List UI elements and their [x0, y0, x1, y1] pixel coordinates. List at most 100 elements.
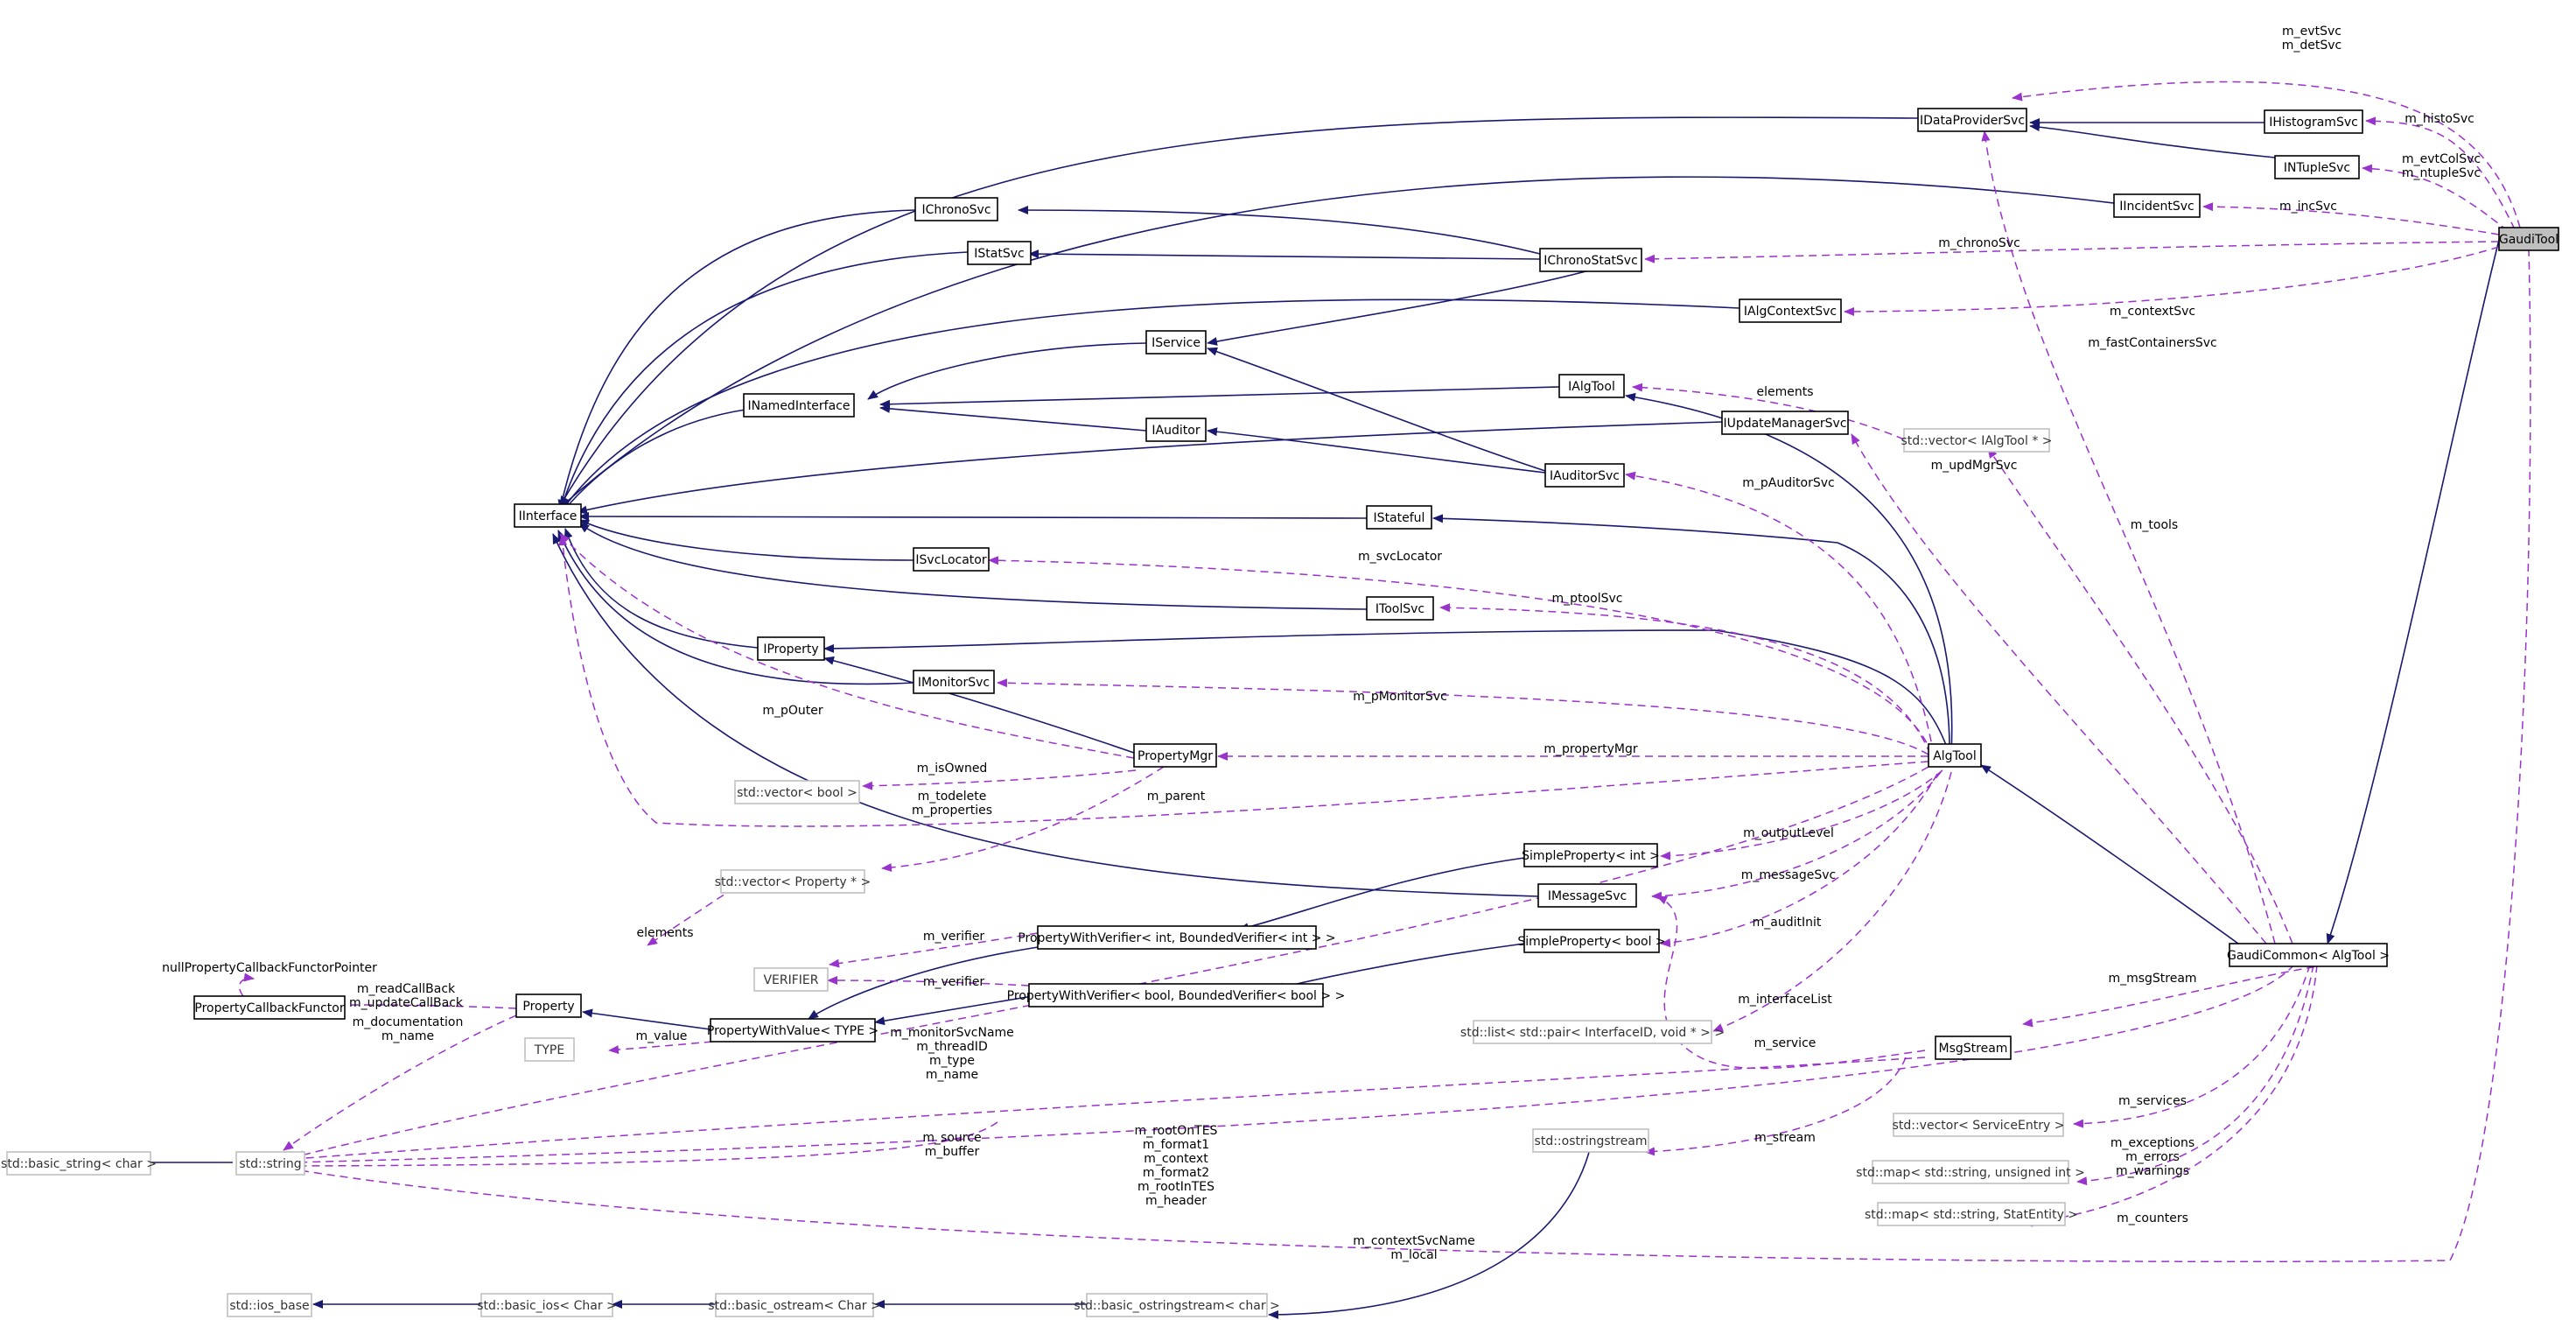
edge-iauditorsvc-iauditor — [1207, 427, 1546, 474]
edge-label: m_name — [926, 1068, 978, 1082]
node-inamedinterface[interactable]: INamedInterface — [743, 393, 855, 418]
node-label: std::ostringstream — [1535, 1134, 1648, 1148]
node-label: std::string — [239, 1157, 301, 1171]
node-istatsvc[interactable]: IStatSvc — [967, 241, 1032, 265]
node-label: Property — [522, 1000, 574, 1014]
edge-algtool-ialgtool — [1625, 392, 1953, 755]
node-isvclocator[interactable]: ISvcLocator — [913, 547, 990, 572]
edge-gaudicommon-iupdatemanagersvc — [1851, 433, 2267, 944]
node-label: SimpleProperty< bool > — [1517, 935, 1665, 949]
node-basic-ios-char[interactable]: std::basic_ios< Char > — [477, 1293, 617, 1317]
edge-ostringstream-stdstring-buffer — [293, 1121, 998, 1170]
node-itoolsvc[interactable]: IToolSvc — [1366, 596, 1434, 621]
node-label: std::ios_base — [229, 1299, 309, 1313]
node-imonitorsvc[interactable]: IMonitorSvc — [913, 670, 995, 694]
edge-label: m_histoSvc — [2404, 112, 2474, 126]
edge-propertymgr-vectorproperty — [881, 766, 1165, 873]
node-basic-string-char[interactable]: std::basic_string< char > — [1, 1151, 157, 1176]
node-label: TYPE — [534, 1043, 564, 1057]
node-gauditool[interactable]: GaudiTool — [2498, 227, 2559, 251]
edge-gaudicommon-mapstringstatentity — [2022, 964, 2318, 1227]
node-iauditorsvc[interactable]: IAuditorSvc — [1544, 463, 1625, 488]
edge-label: m_name — [382, 1029, 434, 1043]
node-label: IToolSvc — [1376, 602, 1424, 616]
edge-msgstream-stdstring — [293, 1057, 1926, 1163]
node-ichronostatsvc[interactable]: IChronoStatSvc — [1539, 248, 1642, 272]
edge-propertycallbackfunctor-self — [238, 972, 255, 997]
edge-ichronostatsvc-ichronosvc — [1018, 206, 1541, 255]
edge-label: m_rootOnTES — [1135, 1124, 1218, 1138]
node-property[interactable]: Property — [515, 994, 582, 1018]
edge-label: m_type — [929, 1054, 975, 1068]
node-pwv-int[interactable]: PropertyWithVerifier< int, BoundedVerifi… — [1018, 925, 1336, 950]
node-label: IAlgContextSvc — [1744, 305, 1837, 319]
node-msgstream[interactable]: MsgStream — [1935, 1036, 2012, 1060]
node-vector-bool[interactable]: std::vector< bool > — [734, 780, 860, 804]
edge-label: m_rootInTES — [1138, 1180, 1214, 1194]
node-iincidentsvc[interactable]: IIncidentSvc — [2113, 193, 2201, 218]
edge-gaudicommon-vectorialgtool — [1987, 447, 2293, 944]
edge-pwvbool-pwvtype — [874, 995, 1033, 1026]
edge-label: m_evtColSvc — [2402, 152, 2481, 166]
node-pwv-bool[interactable]: PropertyWithVerifier< bool, BoundedVerif… — [1007, 983, 1346, 1008]
node-label: IChronoStatSvc — [1544, 254, 1638, 268]
edge-labels: m_evtSvc m_detSvc m_histoSvc m_evtColSvc… — [349, 25, 2481, 1262]
node-propertycallbackfunctor[interactable]: PropertyCallbackFunctor — [193, 995, 346, 1020]
edge-label: m_contextSvcName — [1353, 1234, 1475, 1248]
node-label: std::vector< Property * > — [715, 875, 872, 889]
node-istateful[interactable]: IStateful — [1366, 505, 1432, 530]
edge-label: m_documentation — [353, 1015, 464, 1029]
node-label: IInterface — [519, 509, 578, 523]
node-list-pair[interactable]: std::list< std::pair< InterfaceID, void … — [1460, 1020, 1725, 1044]
node-verifier[interactable]: VERIFIER — [753, 967, 829, 992]
node-vector-serviceentry[interactable]: std::vector< ServiceEntry > — [1893, 1113, 2065, 1137]
node-ostringstream[interactable]: std::ostringstream — [1532, 1128, 1649, 1153]
edge-ichronostatsvc-iservice — [1207, 269, 1593, 346]
edge-label: m_parent — [1147, 790, 1206, 804]
edge-iauditor-inamedinterface — [879, 404, 1147, 432]
inheritance-edges — [139, 116, 2500, 1319]
node-ialgcontextsvc[interactable]: IAlgContextSvc — [1739, 298, 1842, 323]
node-type[interactable]: TYPE — [524, 1037, 575, 1062]
node-iauditor[interactable]: IAuditor — [1145, 418, 1207, 442]
node-vector-property[interactable]: std::vector< Property * > — [715, 869, 872, 894]
node-iupdatemanagersvc[interactable]: IUpdateManagerSvc — [1721, 411, 1849, 435]
node-std-string[interactable]: std::string — [235, 1151, 305, 1176]
node-simpleproperty-bool[interactable]: SimpleProperty< bool > — [1517, 929, 1666, 953]
node-imessagesvc[interactable]: IMessageSvc — [1537, 883, 1637, 908]
node-basic-ostream-char[interactable]: std::basic_ostream< Char > — [708, 1293, 881, 1317]
edge-label: m_updMgrSvc — [1931, 459, 2018, 473]
node-basic-ostringstream-char[interactable]: std::basic_ostringstream< char > — [1074, 1293, 1280, 1317]
node-ichronosvc[interactable]: IChronoSvc — [914, 197, 998, 221]
node-gaudicommon[interactable]: GaudiCommon< AlgTool > — [2227, 943, 2390, 967]
node-idataprovidersvc[interactable]: IDataProviderSvc — [1917, 108, 2027, 132]
node-ihistogramsvc[interactable]: IHistogramSvc — [2264, 109, 2363, 134]
node-ios-base[interactable]: std::ios_base — [227, 1293, 312, 1317]
node-label: IAuditor — [1152, 424, 1200, 438]
node-ialgtool[interactable]: IAlgTool — [1558, 374, 1625, 398]
node-algtool[interactable]: AlgTool — [1928, 743, 1982, 768]
edge-label: m_exceptions — [2110, 1136, 2194, 1150]
node-iinterface[interactable]: IInterface — [514, 503, 582, 528]
node-pwv-type[interactable]: PropertyWithValue< TYPE > — [707, 1018, 878, 1043]
node-label: IUpdateManagerSvc — [1723, 417, 1846, 431]
edge-label: m_buffer — [925, 1145, 980, 1159]
edge-algtool-iauditorsvc — [1625, 471, 1935, 755]
node-iproperty[interactable]: IProperty — [757, 636, 825, 661]
node-intuplesvc[interactable]: INTupleSvc — [2274, 155, 2360, 179]
node-map-string-statentity[interactable]: std::map< std::string, StatEntity > — [1865, 1202, 2078, 1226]
node-label: std::basic_string< char > — [1, 1157, 157, 1171]
node-label: PropertyWithVerifier< int, BoundedVerifi… — [1018, 931, 1335, 945]
node-map-string-uint[interactable]: std::map< std::string, unsigned int > — [1856, 1160, 2085, 1184]
node-vector-ialgtool[interactable]: std::vector< IAlgTool * > — [1901, 428, 2053, 453]
edge-simplepropertyint-pwvint — [1238, 857, 1525, 932]
edge-iauditorsvc-iservice — [1207, 347, 1546, 472]
edge-iincidentsvc-iinterface — [559, 176, 2115, 509]
edge-msgstream-ostringstream — [1644, 1057, 1907, 1156]
edge-label: m_context — [1144, 1152, 1208, 1166]
edge-gauditool-idataprovidersvc — [2012, 81, 2521, 228]
node-propertymgr[interactable]: PropertyMgr — [1133, 743, 1217, 768]
node-iservice[interactable]: IService — [1145, 330, 1207, 355]
edge-iupdatemanagersvc-iinterface — [577, 421, 1723, 515]
node-simpleproperty-int[interactable]: SimpleProperty< int > — [1522, 843, 1660, 867]
